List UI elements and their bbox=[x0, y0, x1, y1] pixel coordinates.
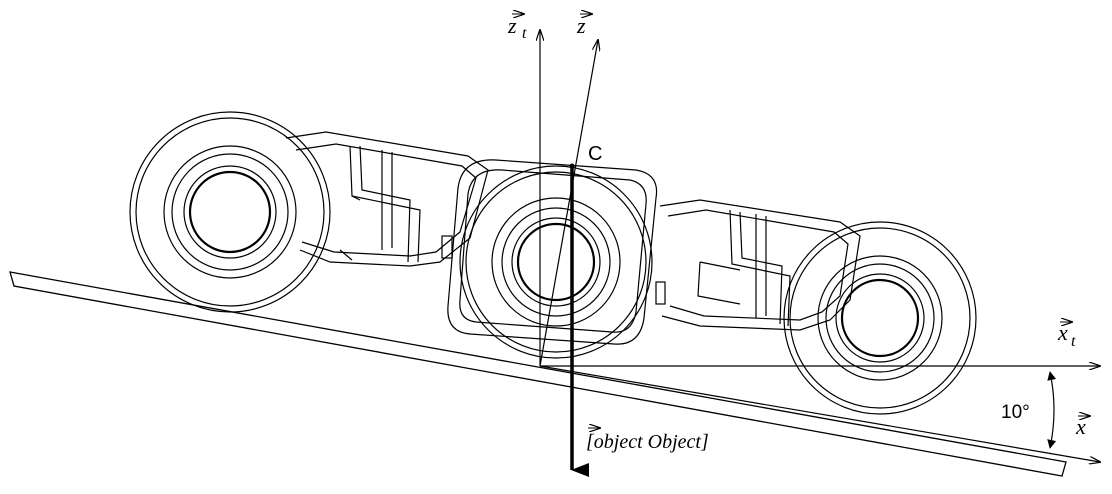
label-p-main: [object Object] bbox=[586, 431, 709, 453]
left-wheel bbox=[129, 111, 331, 313]
label-x-main: x bbox=[1075, 414, 1086, 439]
label-z: z bbox=[576, 13, 592, 38]
label-z-t-main: z bbox=[507, 13, 517, 38]
label-x: x bbox=[1075, 414, 1090, 439]
label-z-main: z bbox=[576, 13, 586, 38]
label-x-t-sub: t bbox=[1071, 333, 1076, 350]
centre-wheel bbox=[459, 165, 653, 359]
label-z-t-sub: t bbox=[522, 25, 527, 42]
left-arm bbox=[285, 131, 489, 267]
label-z-t: z t bbox=[507, 13, 527, 42]
axes bbox=[540, 30, 1100, 462]
label-c: C bbox=[588, 143, 602, 165]
x-axis bbox=[539, 365, 1100, 462]
inclined-rail bbox=[9, 271, 1067, 477]
label-angle: 10° bbox=[1001, 402, 1030, 423]
label-p: [object Object] bbox=[586, 428, 709, 453]
right-wheel bbox=[783, 221, 977, 415]
right-arm bbox=[655, 199, 861, 331]
weight-vector bbox=[569, 163, 589, 477]
z-axis bbox=[539, 40, 598, 367]
angle-indicator bbox=[1047, 371, 1057, 449]
label-x-t: x t bbox=[1057, 320, 1076, 350]
point-c-marker bbox=[569, 163, 575, 169]
label-x-t-main: x bbox=[1057, 320, 1068, 345]
centre-housing bbox=[447, 159, 658, 345]
